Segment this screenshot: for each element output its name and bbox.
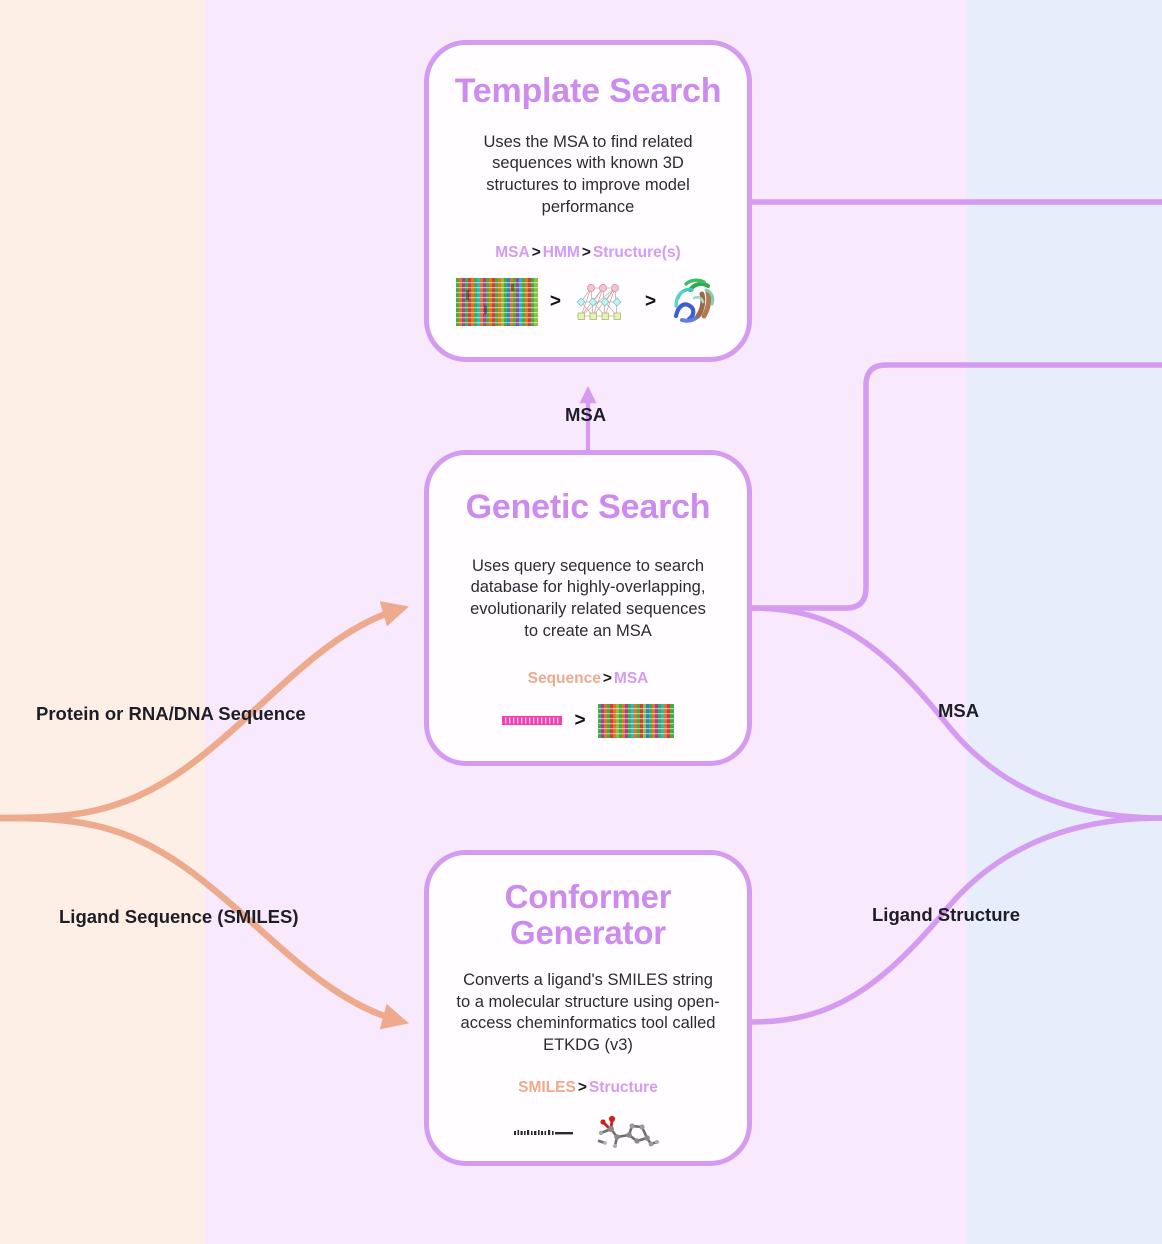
io-separator-2: > <box>581 244 591 262</box>
smiles-string-thumbnail <box>514 1129 573 1135</box>
edge-label-msa-output: MSA <box>938 700 980 721</box>
thumbnail-row-genetic-search: > <box>502 704 674 739</box>
io-middle-hmm: HMM <box>542 244 580 262</box>
thumbnail-separator-4: > <box>574 710 586 732</box>
card-title-genetic-search: Genetic Search <box>465 488 711 526</box>
thumbnail-separator-1: > <box>549 291 561 313</box>
edge-label-ligand-sequence: Ligand Sequence (SMILES) <box>59 906 299 927</box>
edge-label-msa-to-template: MSA <box>565 404 607 425</box>
card-template-search[interactable]: Template Search Uses the MSA to find rel… <box>424 40 752 362</box>
background-band-input <box>0 0 205 1244</box>
io-input-sequence: Sequence <box>527 670 601 688</box>
thumbnail-separator-2: > <box>645 291 657 313</box>
io-separator-5: > <box>577 1078 587 1096</box>
card-title-line-1: Conformer <box>504 878 672 915</box>
edge-label-ligand-structure: Ligand Structure <box>872 904 1021 925</box>
io-summary-conformer-generator: SMILES>Structure <box>518 1079 658 1097</box>
io-output-structure: Structure <box>588 1078 658 1096</box>
hmm-graph-thumbnail <box>576 284 622 321</box>
background-band-output <box>967 0 1162 1244</box>
card-title-line-2: Generator <box>510 913 666 951</box>
io-input-smiles: SMILES <box>518 1078 576 1096</box>
io-output-msa: MSA <box>613 670 649 688</box>
io-input-msa: MSA <box>495 244 530 262</box>
msa-grid-thumbnail <box>455 278 538 327</box>
card-title-template-search: Template Search <box>454 72 722 110</box>
io-output-structures: Structure(s) <box>592 244 681 262</box>
molecule-structure-thumbnail <box>597 1115 660 1148</box>
thumbnail-row-template-search: > <box>455 276 720 328</box>
card-description-genetic-search: Uses query sequence to search database f… <box>470 556 706 640</box>
protein-structure-thumbnail <box>674 278 715 323</box>
card-title-conformer-generator: Conformer Generator <box>505 879 672 950</box>
card-genetic-search[interactable]: Genetic Search Uses query sequence to se… <box>424 450 752 766</box>
sequence-strip-thumbnail <box>502 716 563 726</box>
edge-label-protein-sequence: Protein or RNA/DNA Sequence <box>36 703 306 724</box>
io-separator-3: > <box>602 670 612 688</box>
msa-grid-thumbnail <box>597 704 674 739</box>
io-summary-template-search: MSA>HMM>Structure(s) <box>495 244 680 262</box>
thumbnail-row-conformer-generator <box>513 1111 663 1155</box>
io-summary-genetic-search: Sequence>MSA <box>528 670 649 688</box>
card-conformer-generator[interactable]: Conformer Generator Converts a ligand's … <box>424 850 752 1166</box>
io-separator-1: > <box>531 244 541 262</box>
card-description-template-search: Uses the MSA to find related sequences w… <box>483 132 693 216</box>
card-description-conformer-generator: Converts a ligand's SMILES string to a m… <box>456 971 720 1055</box>
